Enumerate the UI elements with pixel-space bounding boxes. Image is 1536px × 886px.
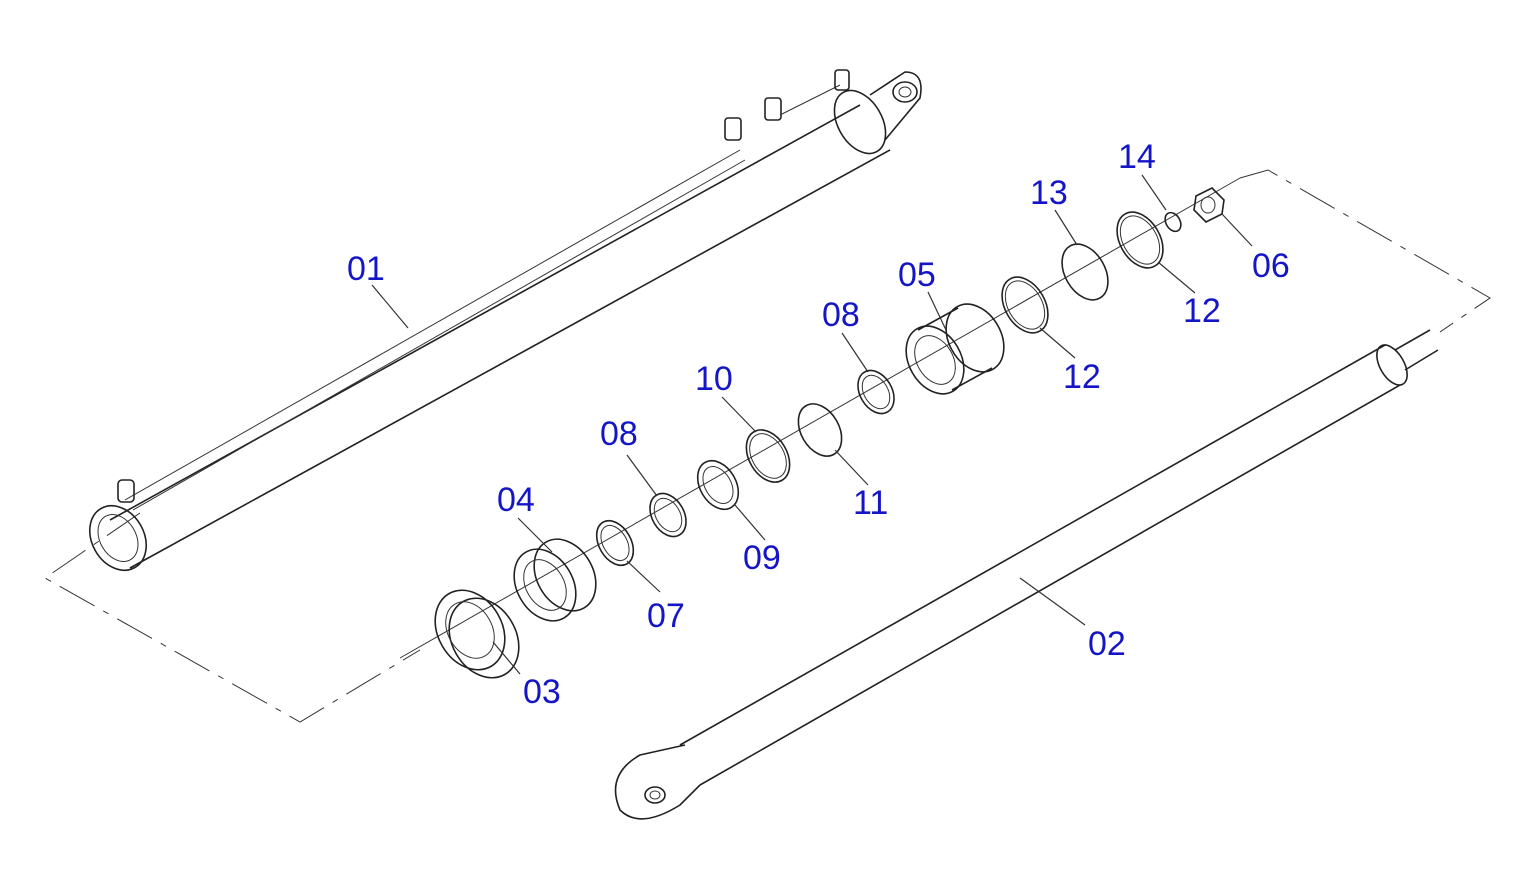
label-13: 13 bbox=[1030, 174, 1068, 212]
label-12-right: 12 bbox=[1183, 292, 1221, 330]
label-06: 06 bbox=[1252, 247, 1290, 285]
cylinder-barrel bbox=[88, 69, 922, 571]
seal-ring-10-inner bbox=[749, 433, 787, 479]
label-04: 04 bbox=[497, 481, 535, 519]
backup-ring-12-left bbox=[1001, 276, 1049, 334]
seal-ring-09-inner bbox=[702, 466, 734, 504]
label-11: 11 bbox=[853, 484, 888, 522]
label-08-left: 08 bbox=[600, 415, 638, 453]
o-ring-11 bbox=[797, 403, 843, 457]
seal-ring-07-inner bbox=[600, 524, 630, 562]
backup-ring-12-right bbox=[1116, 211, 1164, 269]
label-10: 10 bbox=[695, 360, 733, 398]
assembly-outline bbox=[44, 169, 1491, 723]
o-ring-14 bbox=[1164, 211, 1182, 233]
leader-lines bbox=[371, 174, 1253, 675]
seal-ring-13 bbox=[1061, 243, 1109, 301]
seal-ring-10 bbox=[745, 429, 791, 483]
wear-ring-08-right-inner bbox=[861, 374, 891, 410]
wear-ring-08-left-inner bbox=[653, 497, 683, 533]
label-07: 07 bbox=[647, 597, 685, 635]
part-labels: 01 02 03 04 05 06 07 08 08 09 10 11 12 1… bbox=[347, 138, 1290, 711]
backup-ring-12-right-inner bbox=[1119, 215, 1161, 265]
label-01: 01 bbox=[347, 250, 385, 288]
label-08-right: 08 bbox=[822, 296, 860, 334]
label-09: 09 bbox=[743, 539, 781, 577]
label-12-left: 12 bbox=[1063, 358, 1101, 396]
seal-ring-07 bbox=[595, 519, 635, 567]
backup-ring-12-left-inner bbox=[1004, 280, 1046, 330]
label-05: 05 bbox=[898, 256, 936, 294]
label-03: 03 bbox=[523, 673, 561, 711]
seal-ring-09 bbox=[696, 459, 740, 511]
label-02: 02 bbox=[1088, 625, 1126, 663]
label-14: 14 bbox=[1118, 138, 1156, 176]
guide-bushing bbox=[513, 538, 597, 622]
piston bbox=[905, 303, 1005, 395]
gland-nut bbox=[434, 589, 520, 679]
wear-ring-08-right bbox=[857, 369, 895, 415]
lock-nut bbox=[1193, 187, 1225, 223]
assembly-axis bbox=[399, 177, 1241, 659]
piston-rod bbox=[614, 329, 1439, 820]
wear-ring-08-left bbox=[649, 492, 687, 538]
